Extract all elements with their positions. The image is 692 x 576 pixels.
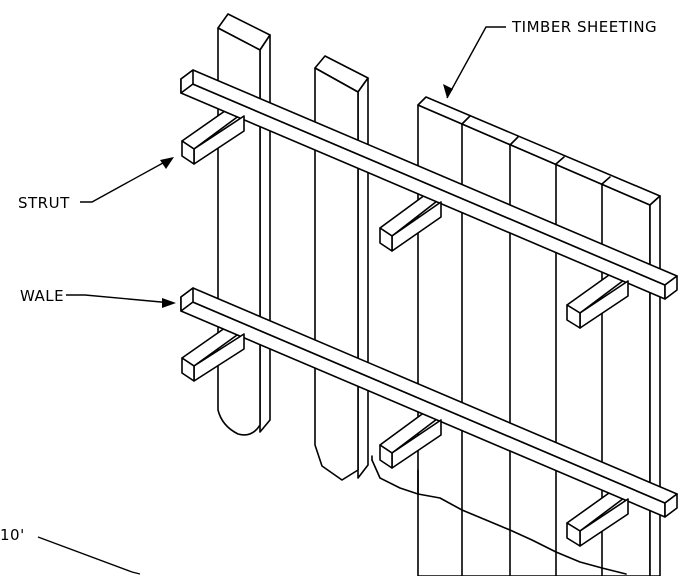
strut-lower-3	[566, 498, 629, 547]
strut-lower-2	[379, 419, 442, 469]
label-depth: 10'	[0, 526, 141, 575]
upper-wale	[180, 69, 678, 300]
label-strut: STRUT	[18, 157, 174, 212]
wale-label: WALE	[20, 287, 64, 305]
strut-upper-3	[566, 280, 629, 329]
strut-upper-2	[379, 201, 442, 252]
label-timber-sheeting: TIMBER SHEETING	[443, 18, 657, 99]
plank-1	[217, 13, 271, 436]
lower-wale	[180, 287, 678, 518]
plank-2	[314, 55, 369, 481]
label-wale: WALE	[20, 287, 176, 308]
strut-label: STRUT	[18, 194, 70, 212]
struts	[181, 115, 629, 547]
timber-sheeting-label: TIMBER SHEETING	[511, 18, 657, 36]
depth-label: 10'	[0, 526, 25, 544]
strut-upper-1	[181, 115, 245, 165]
strut-lower-1	[181, 333, 245, 382]
